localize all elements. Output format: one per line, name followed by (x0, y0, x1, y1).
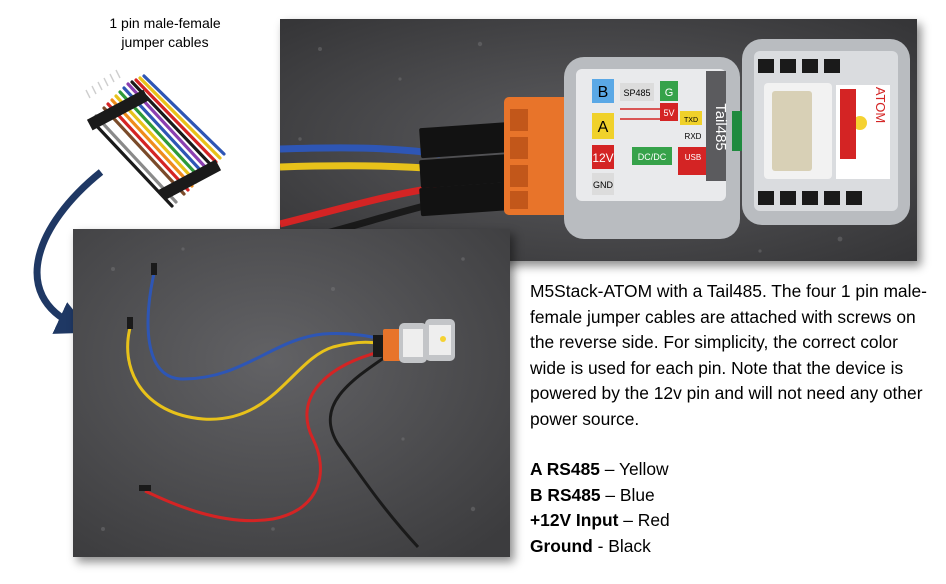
pin-row-12v: +12V Input – Red (530, 508, 670, 534)
closeup-device-photo: B A 12V GND SP485 DC/DC USB G 5V TXD RXD… (280, 19, 917, 261)
pin-row-b: B RS485 – Blue (530, 483, 670, 509)
label-usb: USB (685, 153, 701, 162)
label-dcdc: DC/DC (638, 152, 667, 162)
pin-separator: – (599, 459, 619, 479)
pin-name: A RS485 (530, 459, 600, 479)
label-g: G (665, 87, 674, 99)
label-5v: 5V (663, 108, 674, 118)
label-gnd: GND (593, 180, 614, 190)
label-rxd: RXD (685, 132, 702, 141)
caption-line-1: 1 pin male-female (109, 15, 221, 31)
pin-color: Yellow (618, 459, 669, 479)
pin-color: Blue (619, 484, 655, 505)
label-sp485: SP485 (623, 88, 650, 98)
label-b: B (598, 84, 609, 101)
label-txd: TXD (684, 117, 698, 124)
pin-separator: – (600, 484, 620, 505)
pin-separator: – (618, 510, 638, 531)
pin-color: Black (608, 535, 651, 556)
pin-name: +12V Input (530, 510, 619, 531)
label-atom: ATOM (873, 87, 888, 123)
pin-name: Ground (530, 535, 593, 556)
overview-wires-photo (73, 229, 510, 557)
jumper-cable-bundle-image (72, 66, 242, 216)
description-paragraph: M5Stack-ATOM with a Tail485. The four 1 … (530, 281, 927, 429)
pin-row-a: A RS485 – Yellow (530, 457, 670, 483)
caption-line-2: jumper cables (121, 34, 209, 50)
jumper-cables-caption: 1 pin male-female jumper cables (80, 14, 250, 52)
pin-name: B RS485 (530, 484, 601, 505)
pin-mapping-list: A RS485 – Yellow B RS485 – Blue +12V Inp… (530, 457, 670, 559)
pin-row-ground: Ground - Black (530, 534, 670, 560)
description-text: M5Stack-ATOM with a Tail485. The four 1 … (530, 279, 935, 433)
pin-separator: - (592, 535, 609, 556)
pin-color: Red (637, 510, 670, 531)
label-a: A (598, 119, 609, 136)
label-tail485: Tail485 (712, 103, 729, 151)
label-12v: 12V (592, 151, 613, 165)
